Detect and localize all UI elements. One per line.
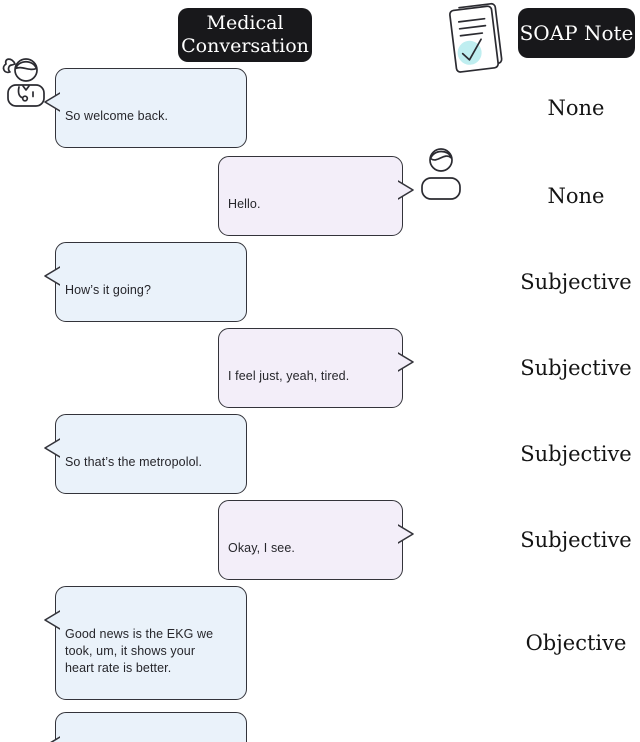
bubble-text: Okay, I see. — [228, 541, 295, 555]
bubble-tail-left-icon — [43, 75, 60, 112]
soap-label: Subjective — [520, 356, 632, 380]
bubble-tail-left-icon — [43, 249, 60, 286]
chat-bubble: So welcome back. — [44, 68, 247, 148]
conversation-row: How’s it going? Subjective — [0, 242, 640, 322]
bubble-tail-left-icon — [43, 593, 60, 630]
chat-bubble: Hello. — [218, 156, 414, 236]
bubble-text: Good news is the EKG we took, um, it sho… — [65, 627, 214, 675]
document-check-icon — [441, 0, 509, 83]
soap-label: Subjective — [520, 442, 632, 466]
bubble-tail-left-icon — [43, 719, 60, 742]
conversation-row: Okay, I see. Subjective — [0, 500, 640, 580]
bubble-text: I feel just, yeah, tired. — [228, 369, 350, 383]
conversation-row: I feel just, yeah, tired. Subjective — [0, 328, 640, 408]
bubble-area: So welcome back. — [0, 68, 512, 148]
bubble-tail-right-icon — [398, 163, 415, 200]
soap-label-column: Subjective — [512, 356, 640, 380]
chat-bubble: So that’s the metropolol. — [44, 414, 247, 494]
bubble-tail-right-icon — [398, 335, 415, 372]
conversation-row: So that’s the metropolol. Subjective — [0, 414, 640, 494]
conversation-row: So welcome back. None — [0, 58, 640, 148]
soap-label: Subjective — [520, 270, 632, 294]
soap-label: None — [547, 184, 605, 208]
soap-label-column: Objective — [512, 631, 640, 655]
soap-label-column: Assessment — [512, 740, 640, 742]
bubble-area: Okay, I see. — [0, 500, 512, 580]
bubble-text: So welcome back. — [65, 109, 169, 123]
bubble-text: So that’s the metropolol. — [65, 455, 203, 469]
bubble-area: Hello. — [0, 156, 512, 236]
soap-label: Subjective — [520, 528, 632, 552]
conversation-row: Hello. None — [0, 148, 640, 236]
bubble-area: Good news is the EKG we took, um, it sho… — [0, 586, 512, 700]
soap-note-badge: SOAP Note — [518, 8, 635, 58]
bubble-area: But you’re still in AFib. — [0, 712, 512, 742]
chat-bubble: I feel just, yeah, tired. — [218, 328, 414, 408]
bubble-text: Hello. — [228, 197, 261, 211]
soap-label-column: Subjective — [512, 270, 640, 294]
soap-label: None — [547, 96, 605, 120]
bubble-tail-right-icon — [398, 507, 415, 544]
soap-label-column: Subjective — [512, 442, 640, 466]
conversation-row: But you’re still in AFib. Assessment — [0, 712, 640, 742]
chat-bubble: Okay, I see. — [218, 500, 414, 580]
bubble-area: How’s it going? — [0, 242, 512, 322]
conversation-row: Good news is the EKG we took, um, it sho… — [0, 586, 640, 700]
soap-label: Assessment — [513, 740, 638, 742]
soap-label-column: None — [512, 184, 640, 208]
chat-bubble: Good news is the EKG we took, um, it sho… — [44, 586, 247, 700]
bubble-area: I feel just, yeah, tired. — [0, 328, 512, 408]
figure-header: Medical Conversation SOAP Note — [0, 0, 640, 73]
bubble-area: So that’s the metropolol. — [0, 414, 512, 494]
medical-conversation-badge: Medical Conversation — [178, 8, 312, 62]
check-circle — [457, 40, 482, 65]
soap-label-column: Subjective — [512, 528, 640, 552]
bubble-text: How’s it going? — [65, 283, 152, 297]
soap-label-column: None — [512, 96, 640, 120]
chat-bubble: How’s it going? — [44, 242, 247, 322]
bubble-tail-left-icon — [43, 421, 60, 458]
chat-bubble: But you’re still in AFib. — [50, 712, 247, 742]
soap-label: Objective — [525, 631, 627, 655]
conversation-list: So welcome back. None — [0, 58, 640, 742]
